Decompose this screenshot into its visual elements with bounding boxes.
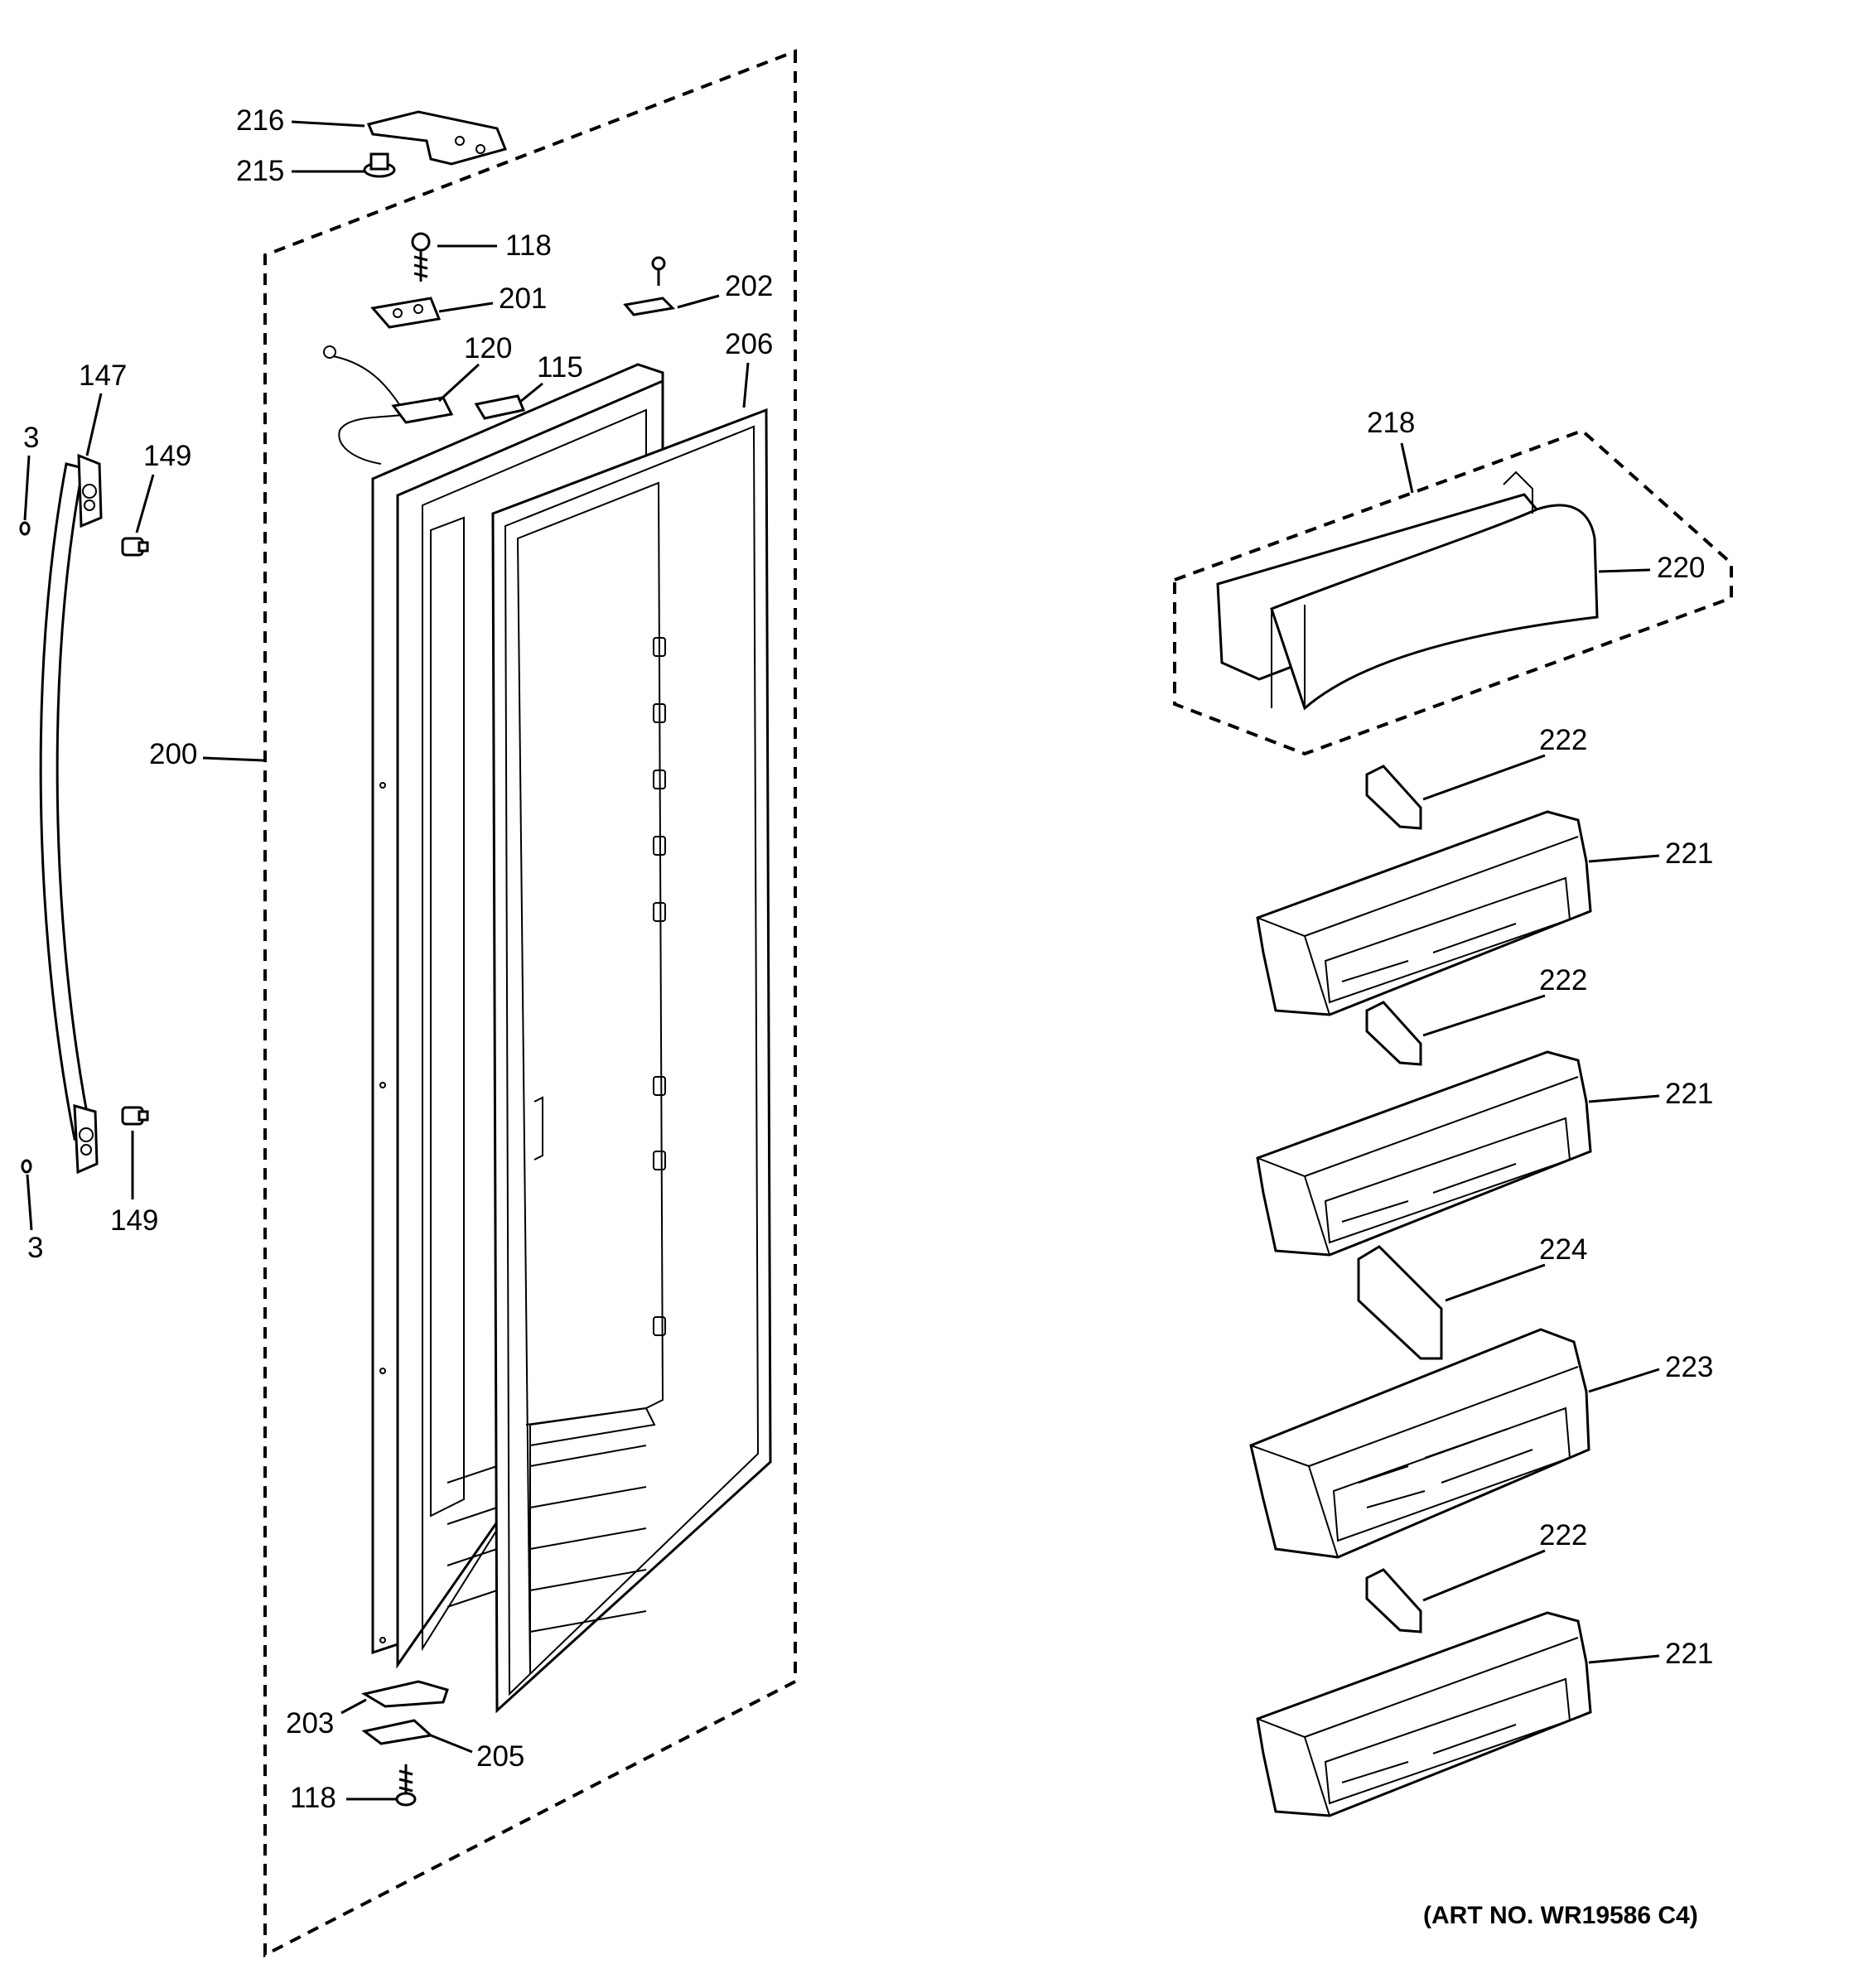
hinge-cover-part: [623, 256, 676, 316]
door-assembly-boundary: [263, 49, 797, 1958]
door-stop-part: [474, 394, 526, 420]
handle-stud-bottom-part: [121, 1106, 149, 1126]
callout-221-c: 221: [1665, 1638, 1713, 1670]
door-bin-b-part: [1256, 1050, 1592, 1257]
set-screw-top-part: [19, 521, 31, 536]
callout-200: 200: [149, 738, 197, 770]
large-door-bin-part: [1249, 1328, 1590, 1559]
upper-hinge-plate-part: [370, 297, 442, 329]
dairy-compartment-part: [1216, 470, 1599, 711]
bin-divider-a-part: [1365, 765, 1422, 830]
bin-divider-c-part: [1365, 1568, 1422, 1633]
callout-3-bottom: 3: [27, 1232, 43, 1264]
callout-115: 115: [537, 351, 583, 384]
dairy-compartment-boundary: [1173, 428, 1733, 756]
screw-top-part: [411, 232, 431, 282]
callout-215: 215: [236, 155, 284, 187]
callout-3-top: 3: [23, 422, 39, 454]
callout-222-b: 222: [1539, 964, 1587, 996]
door-bin-c-part: [1256, 1611, 1592, 1817]
callout-222-c: 222: [1539, 1519, 1587, 1551]
ground-wire-part: [323, 345, 454, 465]
callout-202: 202: [725, 270, 773, 302]
door-gasket-liner: [491, 408, 772, 1714]
bin-divider-b-part: [1365, 1001, 1422, 1066]
callout-149-top: 149: [143, 440, 191, 472]
hinge-bushing-part: [363, 152, 396, 178]
callout-218: 218: [1367, 407, 1415, 439]
callout-118-top: 118: [505, 229, 552, 262]
callout-118-bottom: 118: [290, 1782, 336, 1814]
callout-221-a: 221: [1665, 837, 1713, 870]
callout-201: 201: [499, 282, 547, 315]
callout-206: 206: [725, 328, 773, 360]
door-handle-part: [39, 453, 103, 1175]
callout-149-bottom: 149: [110, 1204, 158, 1237]
lower-hinge-plate-part: [361, 1719, 434, 1745]
door-bin-a-part: [1256, 810, 1592, 1016]
callout-216: 216: [236, 104, 284, 137]
screw-bottom-part: [395, 1764, 417, 1807]
callout-203: 203: [286, 1707, 334, 1740]
callout-220: 220: [1657, 552, 1705, 584]
callout-205: 205: [476, 1740, 524, 1773]
callout-224: 224: [1539, 1233, 1587, 1266]
top-hinge-part: [366, 110, 508, 166]
lower-hinge-part: [361, 1680, 449, 1708]
callout-222-a: 222: [1539, 724, 1587, 756]
set-screw-bottom-part: [21, 1159, 32, 1174]
callout-120: 120: [464, 332, 512, 364]
art-number: (ART NO. WR19586 C4): [1423, 1902, 1698, 1929]
callout-221-b: 221: [1665, 1078, 1713, 1110]
handle-stud-top-part: [121, 537, 149, 557]
large-bin-divider-part: [1357, 1245, 1443, 1360]
callout-223: 223: [1665, 1351, 1713, 1383]
callout-147: 147: [79, 359, 127, 392]
